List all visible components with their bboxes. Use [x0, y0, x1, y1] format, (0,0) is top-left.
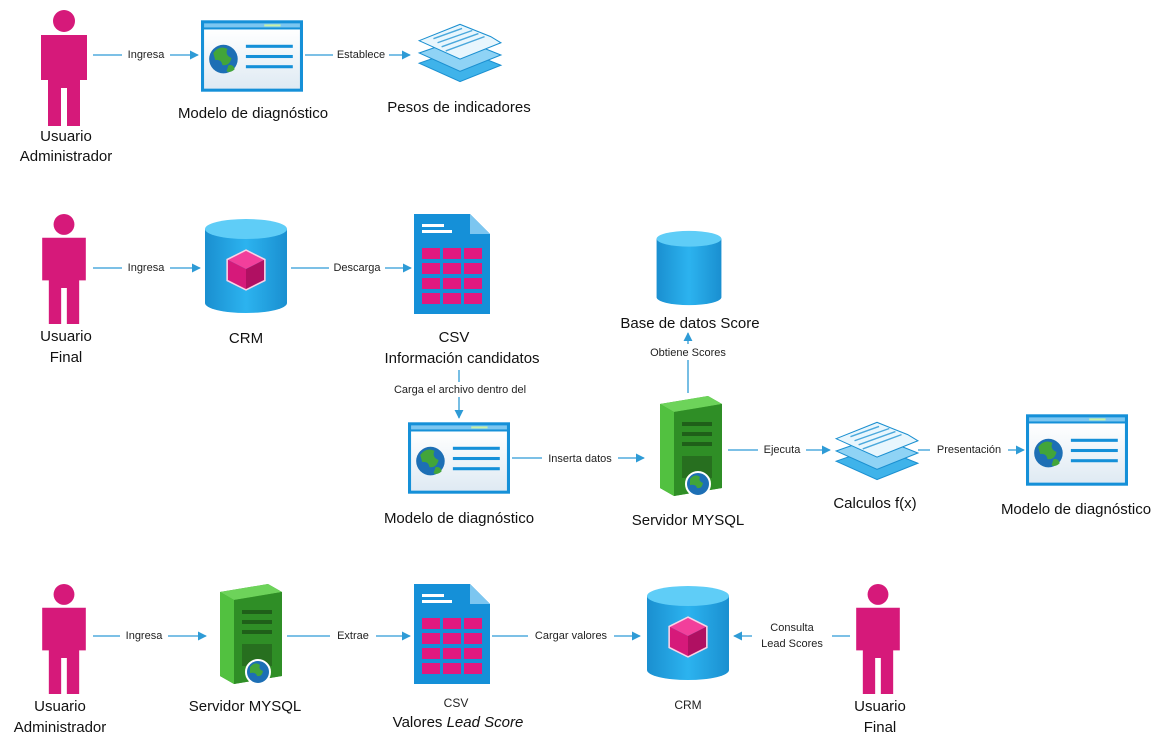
- admin-user-label-2: Administrador: [20, 148, 113, 165]
- diagnostic-model-3-label: Modelo de diagnóstico: [1001, 501, 1151, 518]
- end-user-icon: [42, 214, 86, 324]
- indicator-weights-label: Pesos de indicadores: [387, 99, 530, 116]
- csv-label-1: CSV: [439, 329, 470, 346]
- calculations-icon: [835, 421, 919, 481]
- edge-cargar-label: Cargar valores: [535, 630, 608, 642]
- edge-consulta-label-1: Consulta: [770, 622, 814, 634]
- end-user-label-1: Usuario: [40, 328, 92, 345]
- csv-file-icon: [414, 214, 490, 314]
- admin-user-2-label-1: Usuario: [34, 698, 86, 715]
- edge-descarga-label: Descarga: [333, 262, 381, 274]
- end-user-label-2: Final: [50, 349, 83, 366]
- mysql-server-2-icon: [219, 584, 283, 685]
- csv-file-2-icon: [414, 584, 490, 684]
- calculations-label: Calculos f(x): [833, 495, 916, 512]
- crm-2-label: CRM: [674, 698, 701, 712]
- row2-group: Usuario Final Ingresa CRM Descarga CSV I…: [40, 214, 1151, 529]
- admin-user-label-1: Usuario: [40, 128, 92, 145]
- row1-group: Usuario Administrador Ingresa Modelo de …: [20, 10, 531, 165]
- edge-presentacion-label: Presentación: [937, 444, 1001, 456]
- score-database-label: Base de datos Score: [620, 315, 759, 332]
- csv-label-2: Información candidatos: [384, 350, 539, 367]
- admin-user-2-label-2: Administrador: [14, 719, 107, 736]
- edge-extrae-label: Extrae: [337, 630, 369, 642]
- mysql-server-icon: [659, 396, 723, 497]
- csv-2-label-italic: Lead Score: [447, 714, 524, 731]
- crm-2-cube-icon: [668, 616, 708, 658]
- diagnostic-model-icon: [201, 20, 303, 92]
- end-user-2-icon: [856, 584, 900, 694]
- crm-cube-icon: [226, 249, 266, 291]
- score-database-icon: [656, 230, 722, 306]
- edge-establece-label: Establece: [337, 49, 385, 61]
- edge-obtiene-label: Obtiene Scores: [650, 347, 726, 359]
- end-user-2-label-1: Usuario: [854, 698, 906, 715]
- diagnostic-model-2-icon: [408, 422, 510, 494]
- diagnostic-model-3-icon: [1026, 414, 1128, 486]
- csv-2-label-1: CSV: [444, 696, 469, 710]
- admin-user-2-icon: [42, 584, 86, 694]
- row3-group: Usuario Administrador Ingresa Servidor M…: [14, 584, 906, 736]
- edge-ingresa-3-label: Ingresa: [126, 630, 164, 642]
- edge-consulta-label-2: Lead Scores: [761, 638, 823, 650]
- end-user-2-label-2: Final: [864, 719, 897, 736]
- crm-label: CRM: [229, 330, 263, 347]
- mysql-server-2-label: Servidor MYSQL: [189, 698, 302, 715]
- documents-icon: [418, 23, 502, 83]
- diagnostic-model-label: Modelo de diagnóstico: [178, 105, 328, 122]
- csv-2-label-2: Valores Lead Score: [393, 714, 524, 731]
- csv-2-label-prefix: Valores: [393, 714, 447, 731]
- diagnostic-model-2-label: Modelo de diagnóstico: [384, 510, 534, 527]
- edge-carga-label: Carga el archivo dentro del: [394, 384, 526, 396]
- edge-inserta-label: Inserta datos: [548, 453, 612, 465]
- mysql-server-label: Servidor MYSQL: [632, 512, 745, 529]
- edge-ejecuta-label: Ejecuta: [764, 444, 802, 456]
- admin-user-icon: [41, 10, 87, 126]
- edge-ingresa-2-label: Ingresa: [128, 262, 166, 274]
- edge-ingresa-1-label: Ingresa: [128, 49, 166, 61]
